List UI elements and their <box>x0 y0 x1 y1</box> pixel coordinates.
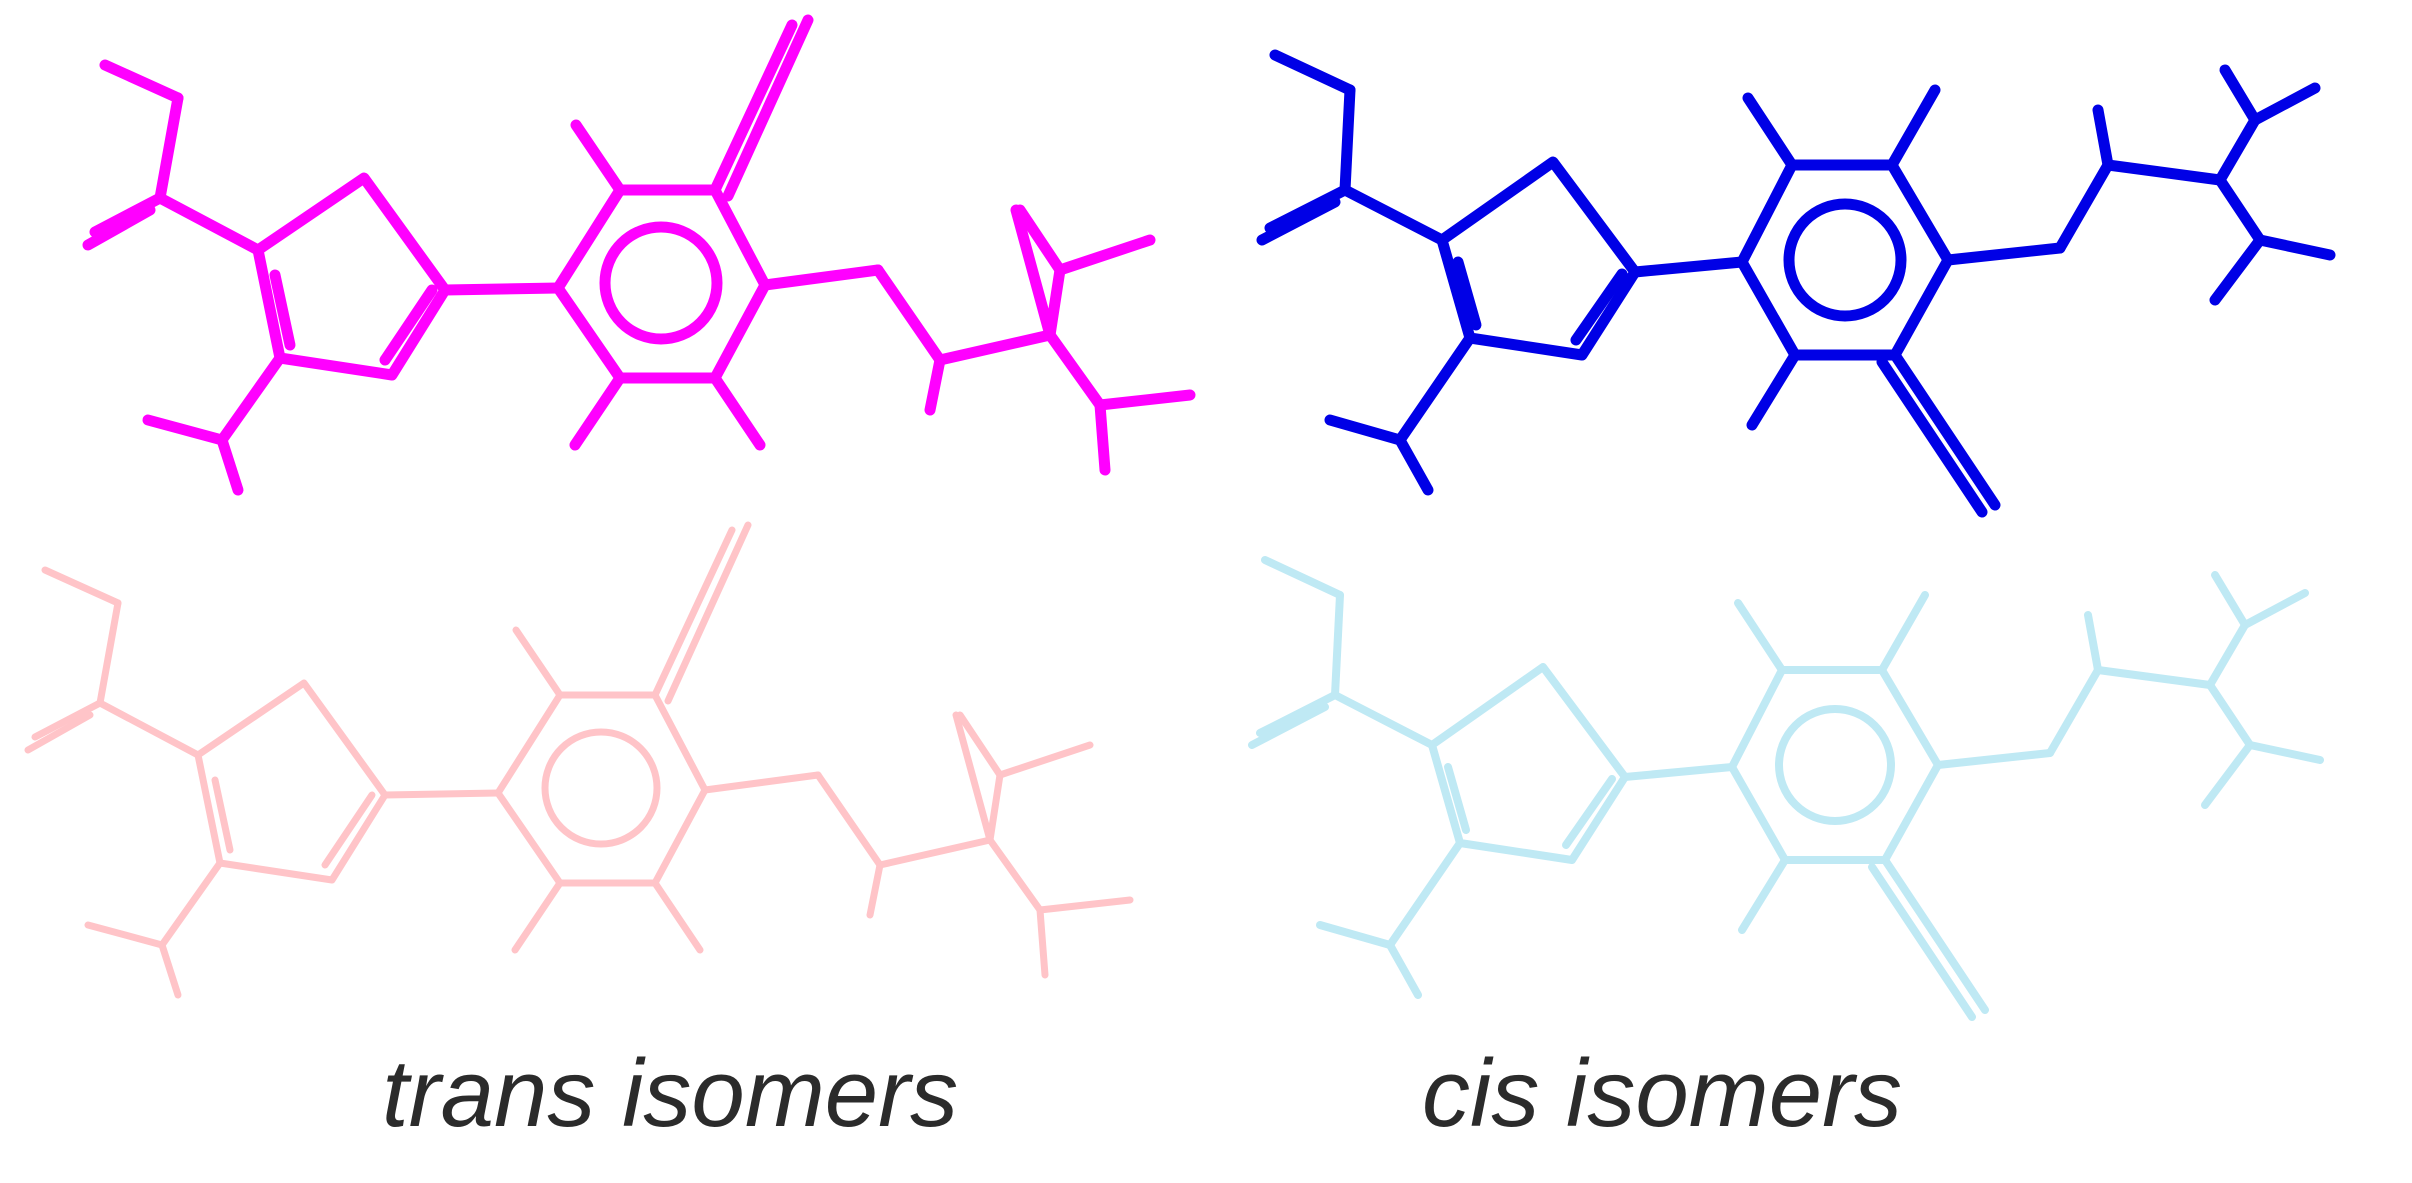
cis-isomer-bottom <box>1252 560 2320 1017</box>
trans-isomers-caption: trans isomers <box>382 1040 959 1147</box>
cis-isomers-caption: cis isomers <box>1422 1040 1903 1147</box>
trans-isomer-top <box>88 20 1190 490</box>
cis-isomer-top <box>1262 55 2330 512</box>
trans-isomer-bottom <box>28 525 1130 995</box>
